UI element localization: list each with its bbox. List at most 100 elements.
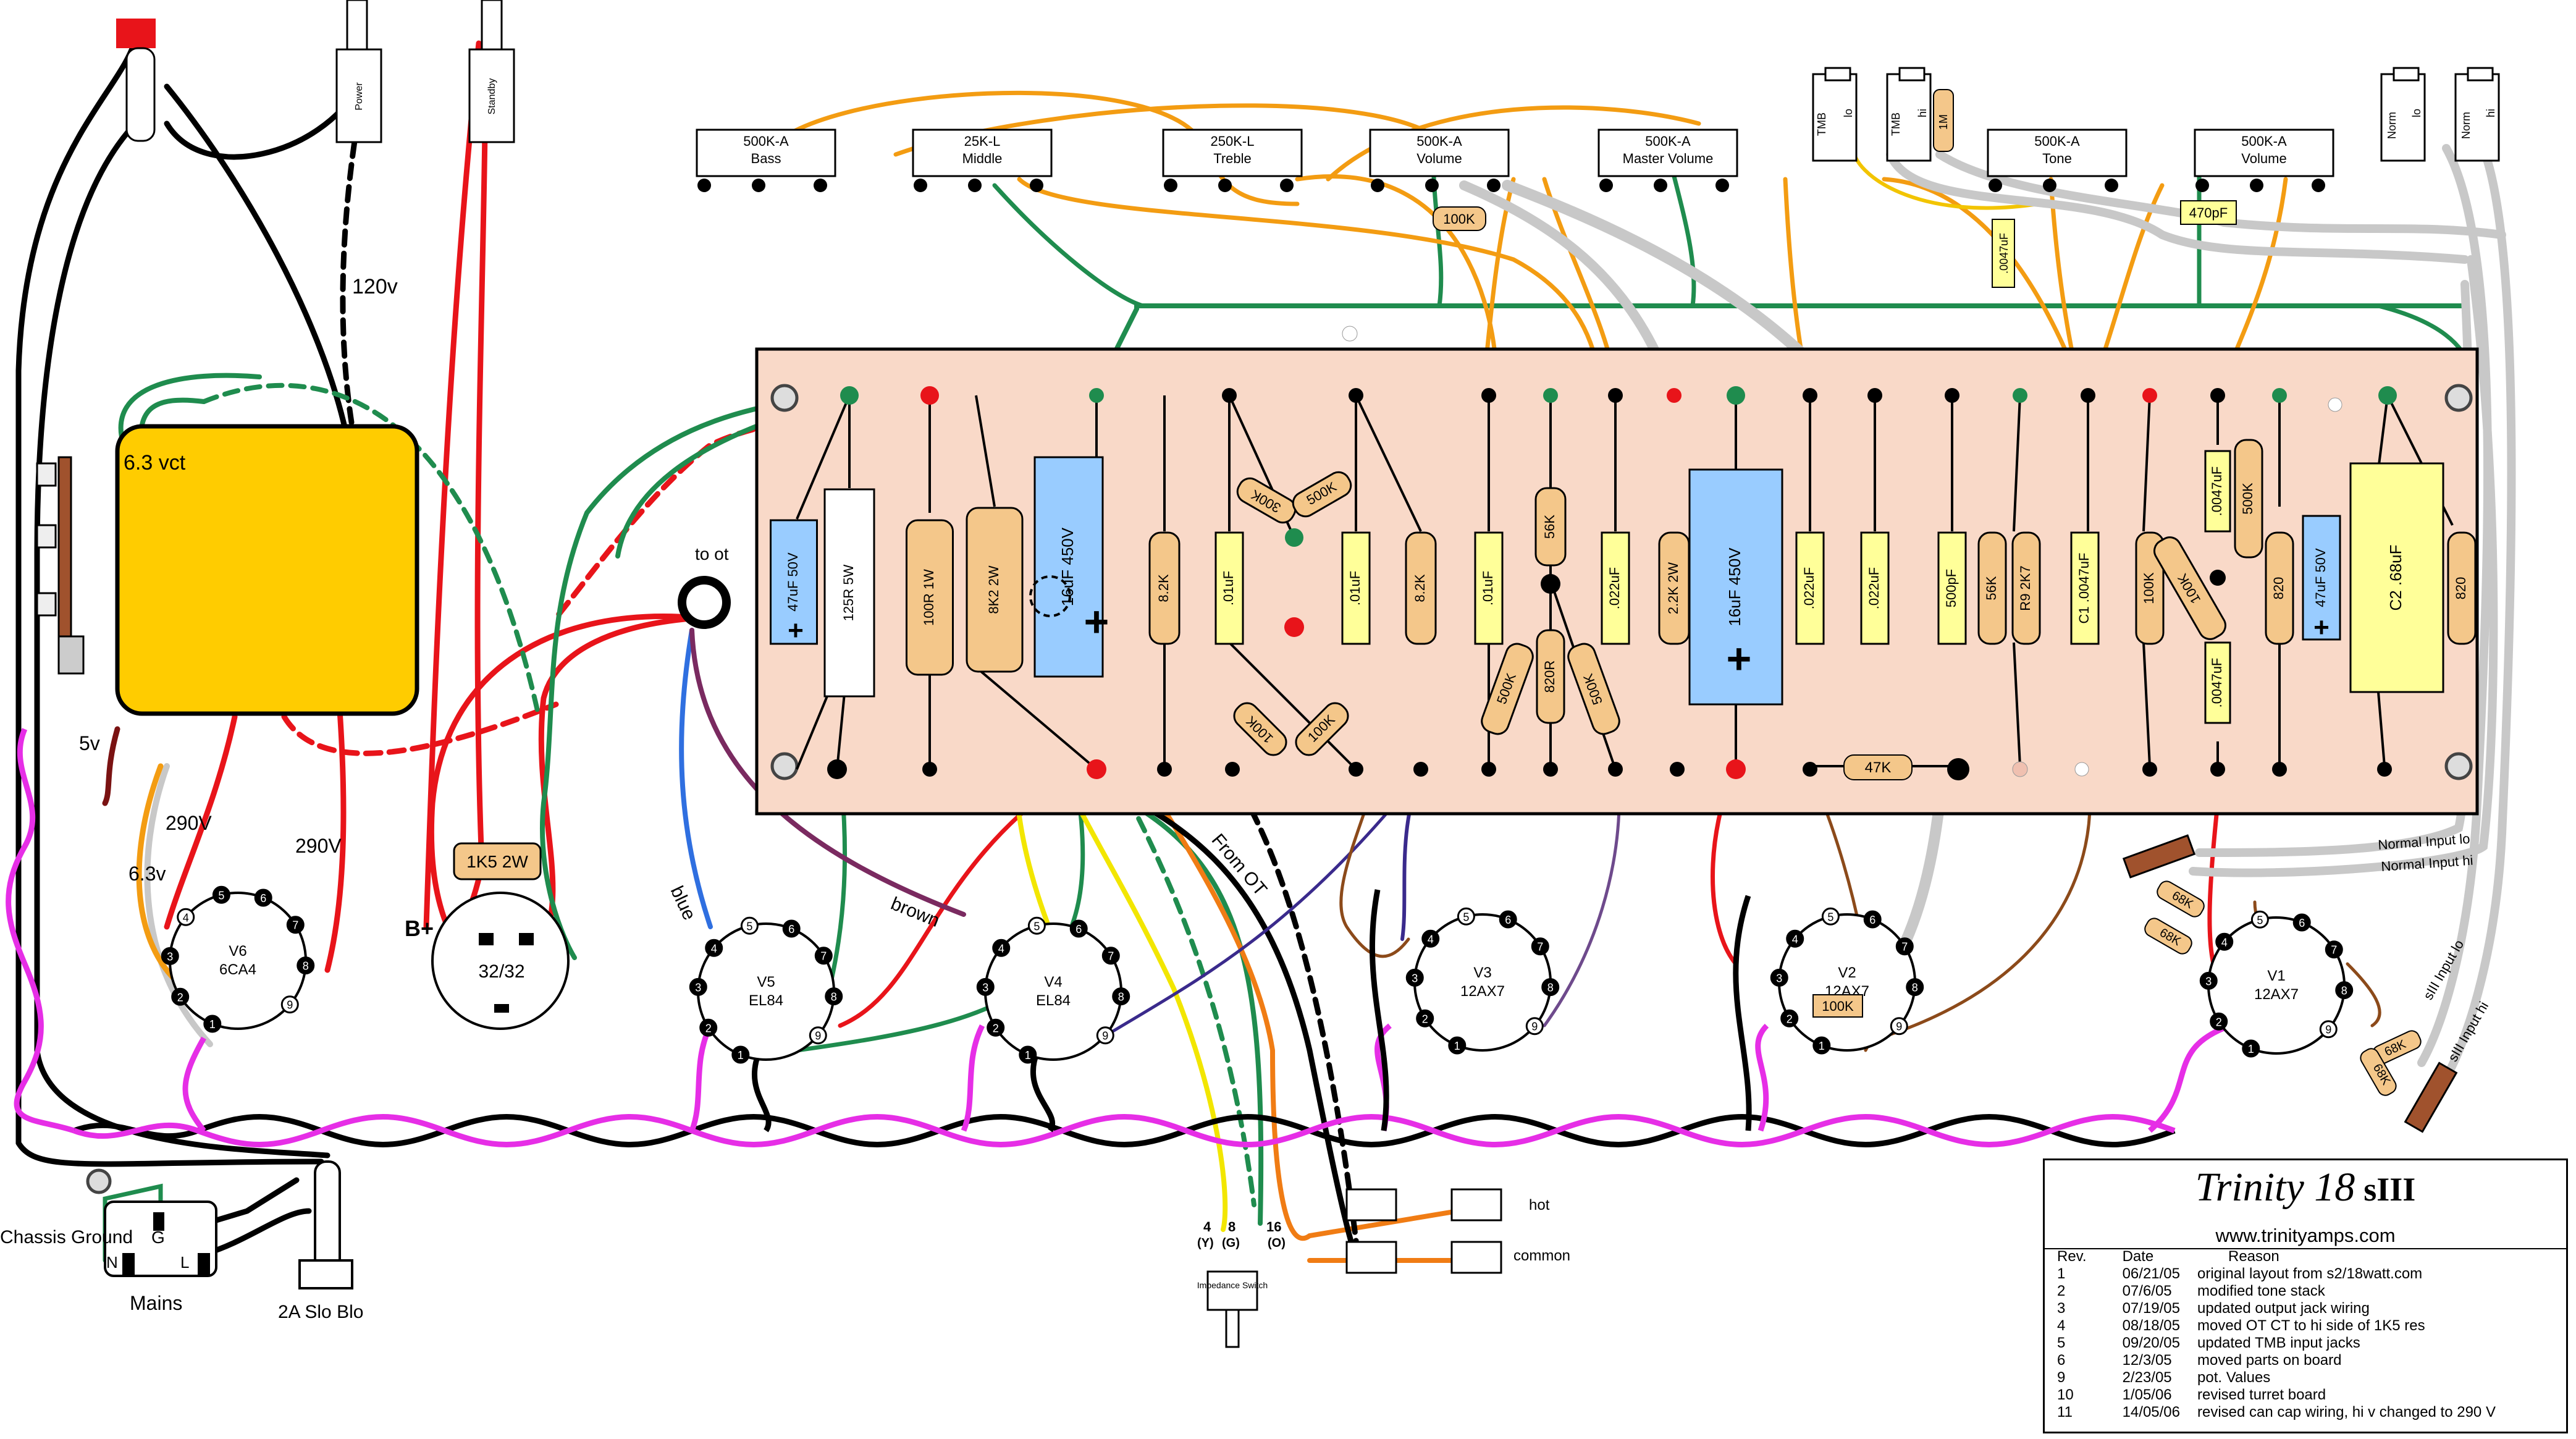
board-part-label: 100R 1W bbox=[921, 569, 937, 626]
svg-text:3: 3 bbox=[695, 981, 701, 994]
turrets bbox=[827, 326, 2397, 780]
svg-text:6: 6 bbox=[1505, 914, 1511, 926]
board-part: 100K bbox=[2135, 531, 2165, 645]
svg-text:hot: hot bbox=[1529, 1197, 1550, 1213]
svg-text:47K: 47K bbox=[1865, 759, 1892, 776]
board-part: 8.2K bbox=[1148, 531, 1181, 645]
svg-text:5: 5 bbox=[2257, 914, 2263, 926]
board-part: 16uF 450V bbox=[1688, 468, 1783, 706]
board-part-label: 8K2 2W bbox=[986, 565, 1001, 614]
svg-text:2: 2 bbox=[2216, 1016, 2222, 1028]
svg-text:8: 8 bbox=[1118, 991, 1124, 1003]
board-part-label: .0047uF bbox=[2209, 466, 2225, 517]
svg-text:9: 9 bbox=[1531, 1021, 1538, 1033]
speaker-jacks bbox=[1345, 1188, 1502, 1274]
svg-text:470pF: 470pF bbox=[2189, 205, 2228, 221]
board-part: .0047uF bbox=[2204, 450, 2231, 533]
svg-text:brown: brown bbox=[888, 893, 942, 931]
board-part-label: 47uF 50V bbox=[2313, 548, 2328, 607]
svg-text:6: 6 bbox=[788, 923, 794, 935]
board-part: 820 bbox=[2447, 531, 2477, 645]
svg-text:8: 8 bbox=[2341, 985, 2347, 997]
tube-type: EL84 bbox=[1036, 992, 1071, 1009]
svg-text:3: 3 bbox=[2205, 975, 2212, 987]
svg-text:Normal Input hi: Normal Input hi bbox=[2381, 853, 2474, 874]
tube-id: V6 bbox=[229, 943, 246, 960]
terminal-strip bbox=[36, 456, 85, 675]
board-part-label: .01uF bbox=[1221, 571, 1236, 606]
mains-inlet: G N L Mains Chassis Ground bbox=[0, 1168, 217, 1314]
svg-text:290V: 290V bbox=[295, 835, 342, 857]
board-part: 500K bbox=[2234, 439, 2263, 559]
svg-text:.0047uF: .0047uF bbox=[1998, 233, 2010, 274]
board-part-label: 125R 5W bbox=[841, 564, 856, 621]
svg-text:1: 1 bbox=[1454, 1040, 1460, 1052]
svg-text:9: 9 bbox=[1896, 1021, 1902, 1033]
board-part: 16uF 450V bbox=[1033, 456, 1104, 678]
pot-name: Treble bbox=[1213, 151, 1252, 166]
pot-value: 500K-A bbox=[743, 133, 789, 149]
power-switch[interactable]: Power bbox=[116, 0, 382, 143]
svg-text:8: 8 bbox=[1547, 982, 1554, 994]
svg-text:Mains: Mains bbox=[130, 1292, 182, 1314]
svg-text:2: 2 bbox=[705, 1022, 712, 1034]
svg-text:5: 5 bbox=[1463, 911, 1469, 923]
pot-value: 500K-A bbox=[1416, 133, 1462, 149]
board-part: 500pF bbox=[1937, 531, 1967, 645]
board-part-label: 820R bbox=[1542, 660, 1557, 693]
svg-text:1: 1 bbox=[738, 1049, 744, 1061]
board-part-label: 8.2K bbox=[1156, 574, 1171, 602]
svg-text:lo: lo bbox=[1842, 109, 1854, 117]
board-part-label: 100K bbox=[2141, 572, 2157, 604]
svg-text:2: 2 bbox=[177, 991, 183, 1003]
tube-id: V1 bbox=[2267, 968, 2285, 984]
pot-value: 500K-A bbox=[2034, 133, 2080, 149]
svg-text:5: 5 bbox=[218, 889, 224, 901]
board-part: 820R bbox=[1536, 629, 1565, 724]
svg-text:8: 8 bbox=[1912, 982, 1918, 994]
board-mount-nuts bbox=[770, 384, 2473, 780]
svg-text:blue: blue bbox=[667, 883, 700, 923]
svg-text:3: 3 bbox=[982, 981, 988, 994]
svg-text:32/32: 32/32 bbox=[478, 961, 524, 982]
board-part-label: 820 bbox=[2453, 577, 2469, 600]
board-part: 125R 5W bbox=[823, 488, 875, 698]
misc-components: 100K .0047uF 470pF 47K 100K bbox=[1433, 200, 2237, 1018]
pot-treble[interactable]: 250K-L Treble bbox=[1162, 129, 1303, 192]
standby-switch[interactable]: Standby bbox=[468, 0, 515, 143]
svg-text:3: 3 bbox=[167, 950, 173, 963]
board-part-label: .01uF bbox=[1347, 571, 1363, 606]
impedance-switch[interactable]: Impedance Switch 4 (Y) 8 (G) 16 (O) bbox=[1197, 1219, 1286, 1348]
svg-text:+: + bbox=[788, 615, 804, 646]
svg-text:+: + bbox=[1727, 635, 1752, 683]
pot-value: 25K-L bbox=[964, 133, 1001, 149]
revision-header: Rev. Date Reason bbox=[2057, 1248, 2279, 1265]
svg-text:9: 9 bbox=[815, 1030, 821, 1042]
tube-type: 12AX7 bbox=[1460, 983, 1505, 1000]
board-part: 56K bbox=[1977, 531, 2007, 645]
pot-value: 250K-L bbox=[1211, 133, 1255, 149]
svg-text:4: 4 bbox=[2221, 936, 2228, 948]
tube-type: EL84 bbox=[749, 992, 783, 1009]
board-part-label: C1 .0047uF bbox=[2076, 553, 2092, 624]
svg-text:100K: 100K bbox=[1822, 998, 1854, 1014]
tube-type: 12AX7 bbox=[2254, 986, 2299, 1003]
pot-value: 500K-A bbox=[2241, 133, 2287, 149]
board-part-label: 16uF 450V bbox=[1725, 547, 1744, 627]
svg-text:7: 7 bbox=[820, 950, 827, 963]
